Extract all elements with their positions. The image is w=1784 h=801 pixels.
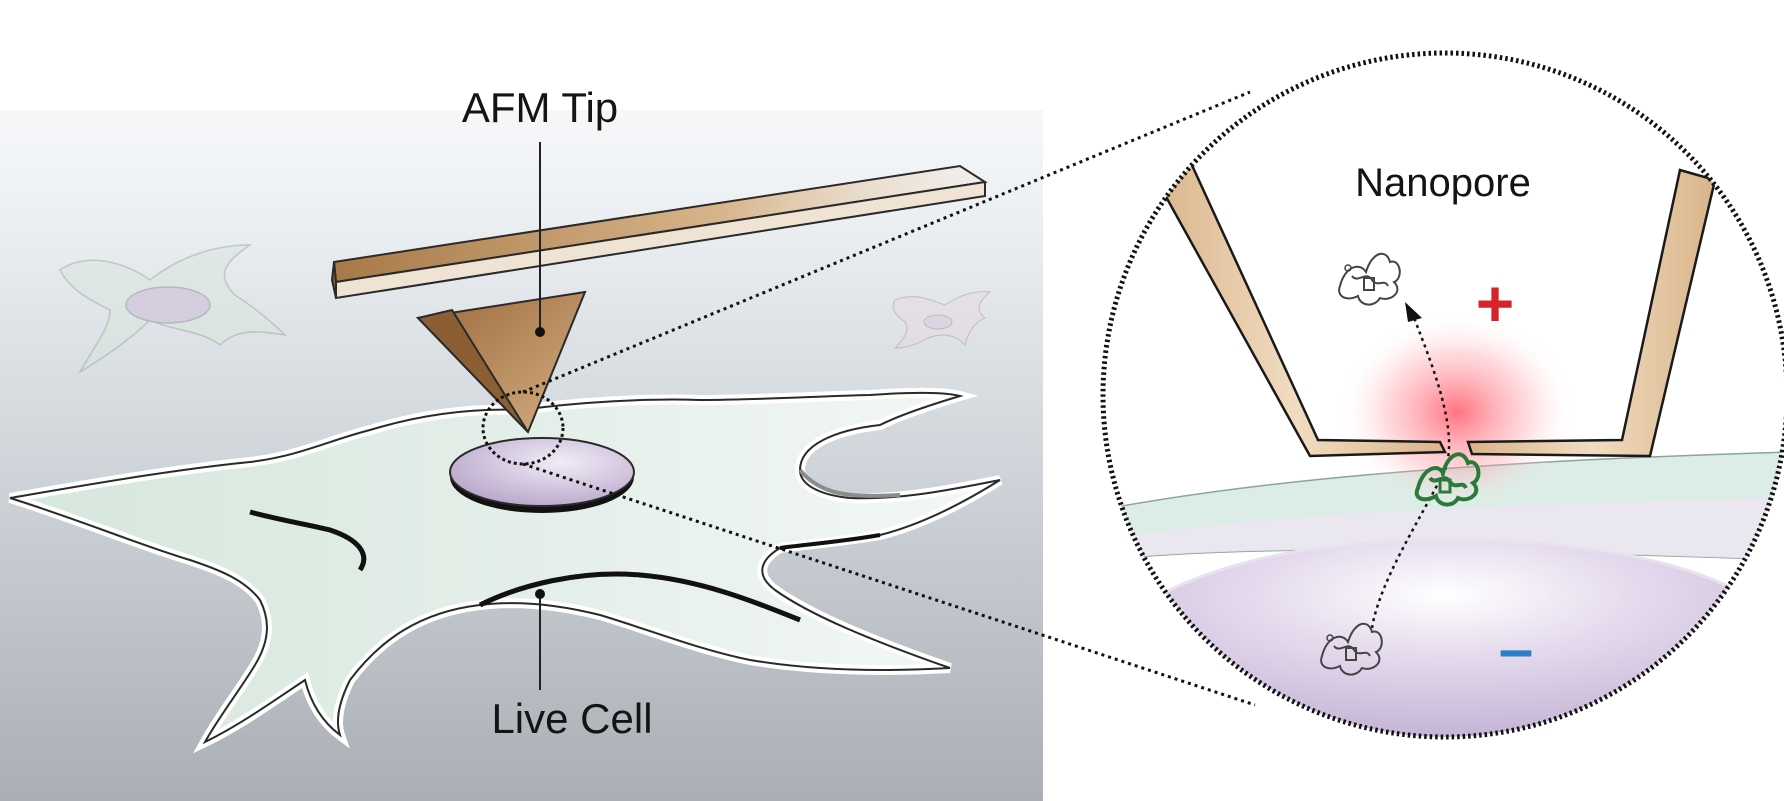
zoomed-nanopore-view [1103, 53, 1784, 737]
positive-charge-sign: + [1476, 266, 1515, 340]
negative-charge-sign: – [1499, 615, 1533, 684]
protein-intracellular [1320, 622, 1383, 676]
live-cell [8, 387, 1003, 754]
protein-translocated [1338, 252, 1401, 306]
nanopore-label: Nanopore [1355, 161, 1531, 205]
afm-tip-label: AFM Tip [462, 84, 618, 131]
afm-cantilever [330, 164, 988, 434]
live-cell-leader-dot [535, 589, 545, 599]
zoom-circle-border [1100, 50, 1784, 740]
magnify-focus-circle [481, 390, 565, 466]
nucleus [449, 437, 635, 507]
background-cell-right [892, 290, 992, 349]
zoom-connector-bottom [522, 462, 1256, 707]
protein-in-pore [1414, 452, 1481, 507]
background-cell-left [59, 244, 288, 375]
zoom-connector-top [522, 90, 1251, 394]
live-cell-label: Live Cell [491, 695, 652, 742]
top-white-band [0, 0, 1043, 110]
afm-tip-leader-dot [535, 327, 545, 337]
